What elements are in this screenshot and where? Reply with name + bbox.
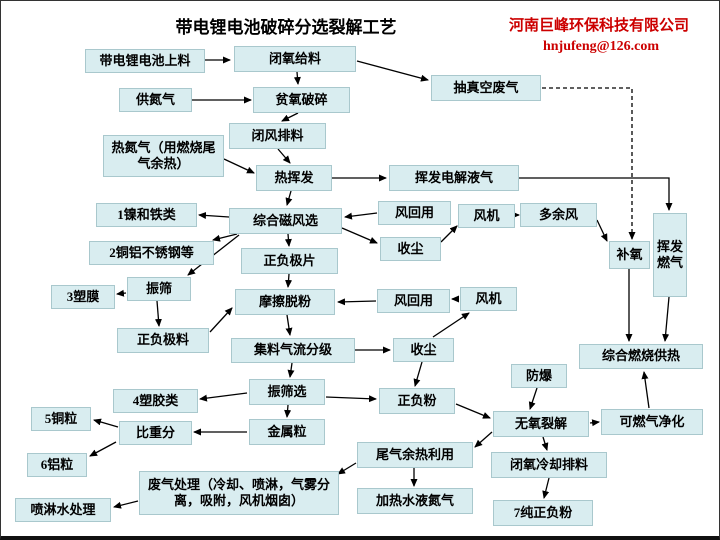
node-wind-reuse-1: 风回用 [378, 201, 451, 225]
node-vibrating-screening: 振筛选 [249, 379, 325, 405]
node-output-copper-particles: 5铜粒 [31, 407, 91, 431]
node-spray-water-treatment: 喷淋水处理 [15, 498, 111, 522]
node-dust-collection-2: 收尘 [393, 338, 454, 362]
node-metal-particles: 金属粒 [249, 419, 325, 445]
node-heating-water-nitrogen: 加热水液氮气 [357, 488, 473, 514]
node-thermal-volatilization: 热挥发 [256, 165, 332, 191]
node-electrolyte-vapor: 挥发电解液气 [389, 165, 519, 191]
node-nitrogen-supply: 供氮气 [119, 88, 192, 112]
node-output-nickel-iron: 1镍和铁类 [96, 203, 197, 227]
node-closed-oxygen-cooling-discharge: 闭氧冷却排料 [491, 452, 607, 478]
company-email: hnjufeng@126.com [542, 39, 660, 54]
node-closed-air-discharge: 闭风排料 [229, 123, 326, 149]
node-vacuum-exhaust-gas: 抽真空废气 [431, 75, 541, 101]
node-explosion-proof: 防爆 [511, 364, 567, 388]
node-oxygen-supplement: 补氧 [609, 241, 650, 269]
node-electrode-material: 正负极料 [117, 328, 209, 353]
node-hot-nitrogen: 热氮气（用燃烧尾气余热） [103, 135, 224, 177]
node-oxygen-poor-crushing: 贫氧破碎 [253, 87, 350, 113]
node-excess-wind: 多余风 [520, 203, 597, 227]
node-fan-2: 风机 [460, 287, 517, 311]
node-output-aluminum-particles: 6铝粒 [27, 453, 87, 477]
node-vibrating-screen: 振筛 [127, 277, 191, 301]
node-friction-depowdering: 摩擦脱粉 [235, 289, 335, 315]
node-airflow-classification: 集料气流分级 [231, 338, 355, 363]
node-output-pure-powder: 7纯正负粉 [493, 500, 593, 526]
node-gravity-separation: 比重分 [119, 421, 192, 445]
node-output-copper-aluminum-steel: 2铜铝不锈钢等 [89, 241, 214, 265]
node-battery-feed: 带电锂电池上料 [85, 49, 205, 73]
node-oxygen-free-pyrolysis: 无氧裂解 [493, 411, 589, 437]
diagram-title: 带电锂电池破碎分选裂解工艺 [175, 18, 397, 37]
node-combustion-heating: 综合燃烧供热 [579, 344, 703, 369]
node-fan-1: 风机 [458, 204, 515, 228]
node-wind-reuse-2: 风回用 [377, 289, 450, 313]
node-output-plastic-film: 3塑膜 [51, 285, 115, 309]
node-output-plastics: 4塑胶类 [113, 389, 198, 413]
node-tail-gas-heat-utilization: 尾气余热利用 [357, 442, 473, 468]
node-closed-oxygen-feeding: 闭氧给料 [234, 46, 356, 72]
node-waste-gas-treatment: 废气处理（冷却、喷淋，气雾分离，吸附，风机烟囱） [139, 471, 339, 515]
node-positive-negative-powder: 正负粉 [379, 388, 455, 414]
node-dust-collection-1: 收尘 [380, 237, 441, 261]
node-volatile-fuel-gas: 挥发燃气 [653, 213, 687, 297]
node-combustible-gas-purification: 可燃气净化 [601, 409, 703, 435]
company-name: 河南巨峰环保科技有限公司 [508, 18, 689, 34]
node-electrode-sheets: 正负极片 [241, 248, 338, 274]
node-magnetic-wind-separation: 综合磁风选 [229, 208, 342, 234]
